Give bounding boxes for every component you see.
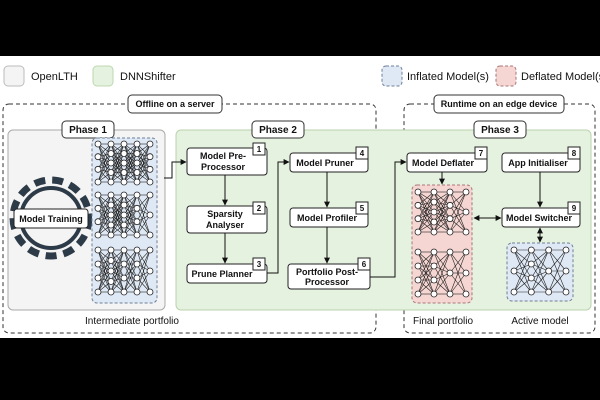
legend-deflated-label: Deflated Model(s)	[521, 71, 600, 83]
phase2-label: Phase 2	[259, 125, 297, 136]
prune-planner-box: Prune Planner 3	[186, 257, 268, 284]
runtime-region	[403, 103, 596, 334]
legend-openlth-label: OpenLTH	[31, 71, 78, 83]
prune-planner-number: 3	[257, 260, 262, 269]
model-deflater-label: Model Deflater	[412, 158, 475, 168]
app-initialiser-box: App Initialiser 8	[501, 146, 581, 173]
legend-inflated-swatch	[381, 65, 403, 87]
phase3-label: Phase 3	[481, 125, 519, 136]
model-deflater-number: 7	[479, 149, 484, 158]
model-training-label: Model Training	[19, 214, 83, 224]
model-training-box	[13, 208, 89, 229]
app-initialiser-number: 8	[572, 149, 577, 158]
prune-planner-label: Prune Planner	[191, 269, 253, 279]
model-pruner-box: Model Pruner 4	[289, 146, 369, 173]
active-network-graph	[510, 246, 570, 296]
portfolio-postprocessor-number: 6	[362, 260, 367, 269]
phase23-panel	[175, 129, 592, 311]
model-preprocessor-number: 1	[257, 145, 262, 154]
model-profiler-box: Model Profiler 5	[289, 201, 369, 228]
inflated-network-1	[94, 140, 154, 186]
sparsity-analyser-number: 2	[257, 204, 262, 213]
inflated-network-2	[94, 191, 154, 239]
model-switcher-box: Model Switcher 9	[501, 201, 581, 228]
portfolio-postprocessor-label-1: Portfolio Post-	[296, 267, 358, 277]
offline-region-tag	[127, 94, 223, 114]
inflated-network-3	[94, 246, 154, 296]
model-pruner-number: 4	[360, 149, 365, 158]
final-portfolio-caption: Final portfolio	[413, 316, 473, 327]
offline-region-label: Offline on a server	[135, 99, 215, 109]
runtime-region-tag	[433, 94, 565, 114]
legend-dnnshifter-label: DNNShifter	[120, 71, 176, 83]
portfolio-postprocessor-label-2: Processor	[305, 277, 350, 287]
legend-dnnshifter-swatch	[92, 65, 114, 87]
model-switcher-number: 9	[572, 204, 577, 213]
legend-deflated-swatch	[495, 65, 517, 87]
intermediate-portfolio-caption: Intermediate portfolio	[85, 316, 179, 327]
legend-openlth-swatch	[3, 65, 25, 87]
deflated-network-2	[414, 248, 470, 298]
flow-arrows	[164, 159, 543, 278]
model-pruner-label: Model Pruner	[296, 158, 354, 168]
arrow-portfolio-to-preprocessor	[164, 159, 187, 179]
phase2-tag	[251, 120, 305, 139]
phase1-label: Phase 1	[69, 125, 107, 136]
arrow-planner-to-pruner	[267, 159, 290, 274]
runtime-region-label: Runtime on an edge device	[441, 99, 558, 109]
model-profiler-label: Model Profiler	[297, 213, 358, 223]
phase1-tag	[61, 120, 115, 139]
phase3-tag	[473, 120, 527, 139]
inflated-networks	[94, 140, 154, 296]
deflated-network-1	[414, 188, 470, 236]
legend-inflated-label: Inflated Model(s)	[407, 71, 489, 83]
legend: OpenLTH DNNShifter Inflated Model(s) Def…	[3, 65, 600, 87]
sparsity-analyser-box: Sparsity Analyser 2	[186, 201, 268, 234]
active-model-caption: Active model	[511, 316, 568, 327]
active-network	[510, 246, 570, 296]
model-switcher-label: Model Switcher	[506, 213, 573, 223]
sparsity-analyser-label-2: Analyser	[206, 220, 245, 230]
sparsity-analyser-label-1: Sparsity	[207, 209, 243, 219]
model-preprocessor-box: Model Pre- Processor 1	[186, 142, 268, 176]
app-initialiser-label: App Initialiser	[508, 158, 568, 168]
model-preprocessor-label-1: Model Pre-	[200, 151, 246, 161]
model-deflater-box: Model Deflater 7	[406, 146, 488, 173]
model-preprocessor-label-2: Processor	[201, 162, 246, 172]
deflated-networks	[414, 188, 470, 298]
arrow-postprocessor-to-deflater	[370, 159, 407, 278]
model-profiler-number: 5	[360, 204, 365, 213]
